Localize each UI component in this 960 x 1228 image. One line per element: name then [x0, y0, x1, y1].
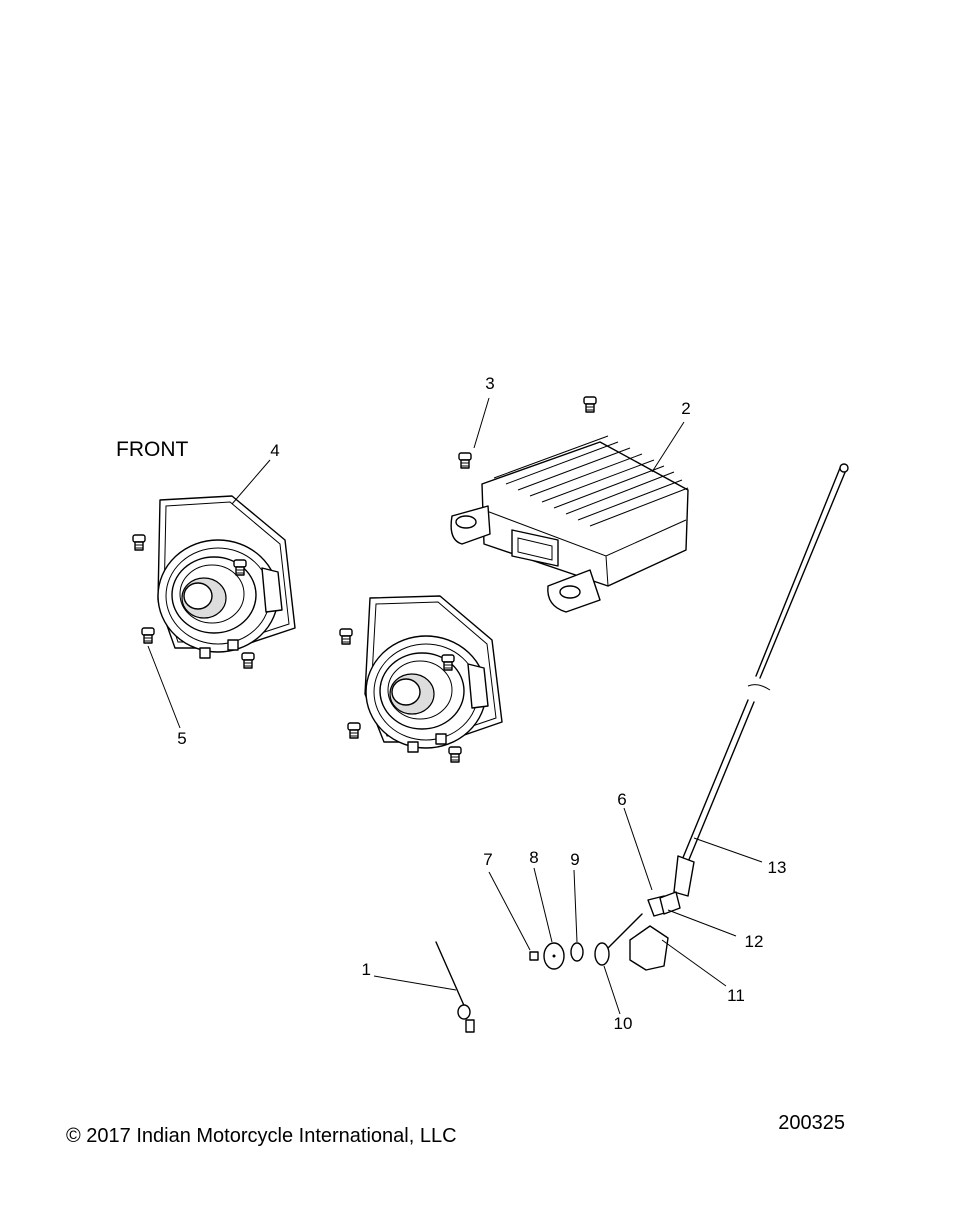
callout-13: 13 [768, 858, 787, 877]
part-1-rod [435, 941, 475, 1033]
antenna-spring [659, 891, 681, 915]
diagram-number: 200325 [778, 1112, 845, 1134]
speaker-left [157, 495, 296, 659]
screw-right-3 [347, 722, 361, 739]
antenna-mount-bracket [629, 925, 669, 971]
callout-12: 12 [745, 932, 764, 951]
amplifier-module [450, 435, 689, 613]
speaker-right [364, 595, 503, 753]
callout-11: 11 [727, 986, 745, 1005]
antenna-mast [673, 463, 849, 897]
antenna-stud [605, 913, 643, 951]
callout-1: 1 [362, 960, 371, 979]
callout-2: 2 [681, 399, 690, 418]
leader-lines [147, 397, 763, 1015]
screw-left-4 [241, 652, 255, 669]
amp-bolt-2 [583, 396, 597, 413]
washer-9 [570, 942, 584, 962]
screw-right-2 [441, 654, 455, 671]
screw-left-2 [233, 559, 247, 576]
callout-3: 3 [485, 374, 494, 393]
washer-10 [594, 942, 610, 966]
callout-7: 7 [483, 850, 492, 869]
screw-left-3 [141, 627, 155, 644]
callout-10: 10 [614, 1014, 633, 1033]
front-orientation-label: FRONT [116, 438, 188, 461]
amp-bolt-1 [458, 452, 472, 469]
callout-5: 5 [177, 729, 186, 748]
copyright-notice: © 2017 Indian Motorcycle International, … [66, 1125, 457, 1147]
callout-8: 8 [529, 848, 538, 867]
callout-4: 4 [270, 441, 279, 460]
screw-left-1 [132, 534, 146, 551]
callout-9: 9 [570, 850, 579, 869]
screw-right-4 [448, 746, 462, 763]
screw-right-1 [339, 628, 353, 645]
callout-6: 6 [617, 790, 626, 809]
nut-7 [529, 951, 539, 961]
